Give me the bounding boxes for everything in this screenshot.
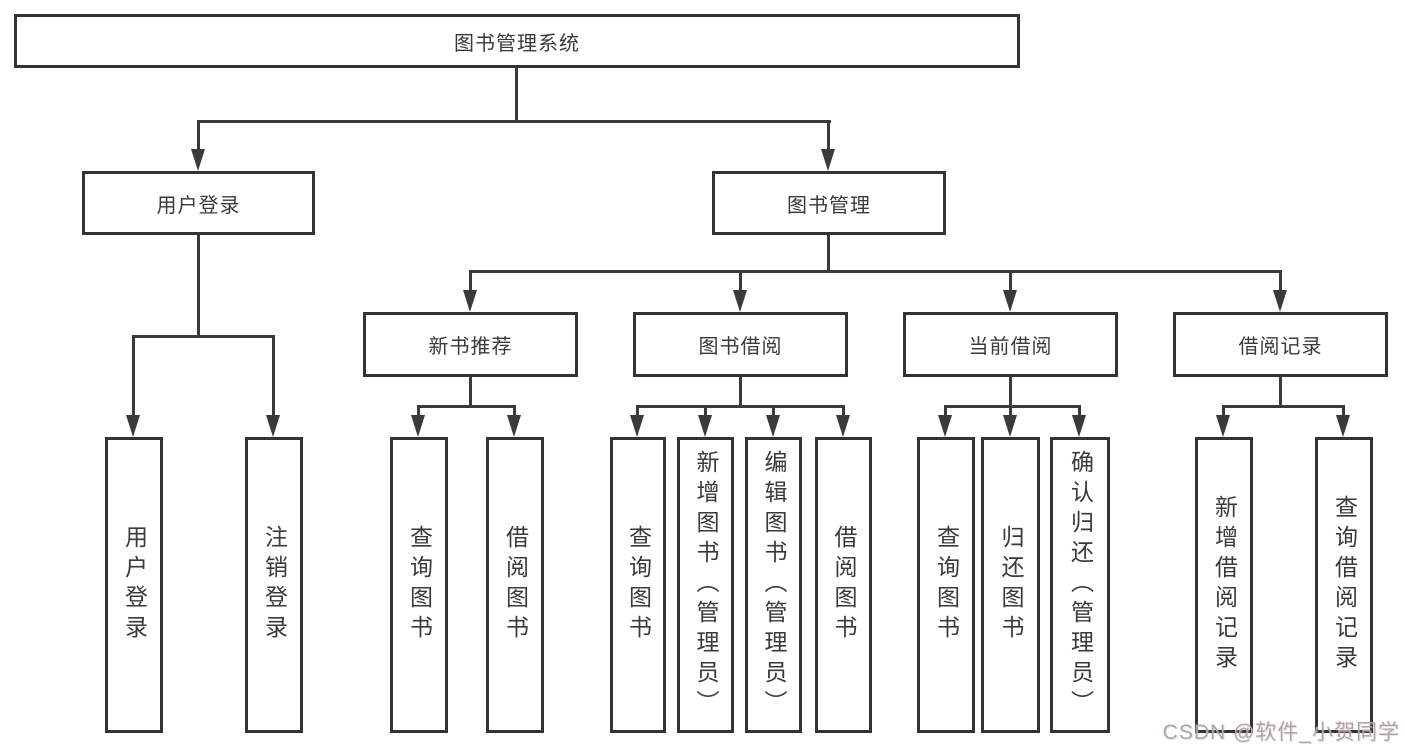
node-book-management-label: 图书管理 <box>787 194 871 217</box>
leaf-query-books-borrowing-label: 查询图书 <box>625 525 652 645</box>
leaf-query-books-current-label: 查询图书 <box>933 525 960 645</box>
node-user-login-label: 用户登录 <box>156 194 241 217</box>
leaf-borrow-books-recommend-label: 借阅图书 <box>502 525 529 645</box>
node-library-system: 图书管理系统 <box>14 14 1020 68</box>
leaf-return-books: 归还图书 <box>981 437 1040 733</box>
connector-root-crossbar <box>197 120 831 123</box>
arrowhead-down-d2 <box>1003 415 1017 437</box>
leaf-edit-book-admin-label: 编辑图书（管理员） <box>761 450 787 720</box>
arrowhead-down-c2 <box>698 415 712 437</box>
node-book-management: 图书管理 <box>712 171 946 235</box>
connector-root-stem <box>515 68 518 120</box>
connector-book-borrowing-stem <box>739 377 742 405</box>
connector-drop-leaf-logout <box>272 338 275 415</box>
leaf-add-borrow-record-label: 新增借阅记录 <box>1211 495 1238 675</box>
leaf-add-borrow-record: 新增借阅记录 <box>1195 437 1253 733</box>
arrowhead-down-e2 <box>1336 415 1350 437</box>
leaf-logout: 注销登录 <box>245 437 303 733</box>
arrowhead-down-book-management <box>821 149 835 171</box>
arrowhead-down-borrowing-records <box>1273 290 1287 312</box>
node-new-book-recommend-label: 新书推荐 <box>428 336 513 358</box>
connector-borrowing-records-stem <box>1279 377 1282 405</box>
connector-drop-c4 <box>842 408 845 415</box>
connector-drop-b2 <box>513 408 516 415</box>
connector-drop-d3 <box>1078 408 1081 415</box>
connector-drop-borrowing-records <box>1279 273 1282 290</box>
arrowhead-down-new-book-recommend <box>463 290 477 312</box>
leaf-return-books-label: 归还图书 <box>998 525 1024 645</box>
leaf-borrow-books-borrowing: 借阅图书 <box>815 437 872 733</box>
arrowhead-down-e1 <box>1216 415 1230 437</box>
node-new-book-recommend: 新书推荐 <box>363 312 578 377</box>
connector-drop-b1 <box>417 408 420 415</box>
connector-borrowing-records-crossbar <box>1222 405 1345 408</box>
leaf-add-book-admin-label: 新增图书（管理员） <box>693 450 719 720</box>
leaf-query-books-recommend-label: 查询图书 <box>406 525 433 645</box>
connector-book-management-crossbar <box>469 270 1282 273</box>
node-book-borrowing: 图书借阅 <box>633 312 848 377</box>
arrowhead-down-c3 <box>766 415 780 437</box>
leaf-user-login-label: 用户登录 <box>121 525 148 645</box>
node-borrowing-records-label: 借阅记录 <box>1238 336 1323 358</box>
arrowhead-down-c4 <box>836 415 850 437</box>
connector-current-borrowing-stem <box>1009 377 1012 405</box>
leaf-edit-book-admin: 编辑图书（管理员） <box>745 437 802 733</box>
connector-drop-e1 <box>1222 408 1225 415</box>
node-borrowing-records: 借阅记录 <box>1173 312 1388 377</box>
connector-new-book-recommend-crossbar <box>417 405 516 408</box>
arrowhead-down-d1 <box>938 415 952 437</box>
arrowhead-down-b2 <box>507 415 521 437</box>
connector-user-login-stem <box>197 235 200 335</box>
leaf-query-borrow-record-label: 查询借阅记录 <box>1331 495 1358 675</box>
connector-current-borrowing-crossbar <box>944 405 1081 408</box>
node-book-borrowing-label: 图书借阅 <box>698 336 783 358</box>
leaf-query-books-recommend: 查询图书 <box>390 437 448 733</box>
connector-drop-book-borrowing <box>739 273 742 290</box>
arrowhead-down-leaf-user-login <box>126 415 140 437</box>
leaf-borrow-books-recommend: 借阅图书 <box>486 437 544 733</box>
connector-drop-book-management <box>827 123 830 149</box>
leaf-confirm-return-admin: 确认归还（管理员） <box>1050 437 1110 733</box>
connector-book-management-stem <box>827 235 830 270</box>
connector-drop-leaf-user-login <box>132 338 135 415</box>
connector-drop-user-login <box>197 123 200 149</box>
arrowhead-down-current-borrowing <box>1003 290 1017 312</box>
connector-book-borrowing-crossbar <box>636 405 845 408</box>
leaf-logout-label: 注销登录 <box>261 525 288 645</box>
leaf-add-book-admin: 新增图书（管理员） <box>677 437 734 733</box>
leaf-user-login: 用户登录 <box>105 437 163 733</box>
connector-drop-c1 <box>636 408 639 415</box>
connector-drop-c3 <box>772 408 775 415</box>
node-library-system-label: 图书管理系统 <box>454 32 580 55</box>
connector-drop-new-book-recommend <box>469 273 472 290</box>
arrowhead-down-book-borrowing <box>733 290 747 312</box>
leaf-confirm-return-admin-label: 确认归还（管理员） <box>1067 450 1094 720</box>
arrowhead-down-b1 <box>411 415 425 437</box>
leaf-borrow-books-borrowing-label: 借阅图书 <box>831 525 857 645</box>
connector-drop-d1 <box>944 408 947 415</box>
node-current-borrowing-label: 当前借阅 <box>968 336 1053 358</box>
arrowhead-down-leaf-logout <box>266 415 280 437</box>
connector-drop-current-borrowing <box>1009 273 1012 290</box>
node-current-borrowing: 当前借阅 <box>903 312 1118 377</box>
arrowhead-down-user-login <box>191 149 205 171</box>
connector-drop-e2 <box>1342 408 1345 415</box>
arrowhead-down-c1 <box>630 415 644 437</box>
arrowhead-down-d3 <box>1072 415 1086 437</box>
leaf-query-books-borrowing: 查询图书 <box>610 437 666 733</box>
connector-drop-d2 <box>1009 408 1012 415</box>
leaf-query-books-current: 查询图书 <box>917 437 975 733</box>
node-user-login: 用户登录 <box>82 171 315 235</box>
connector-user-login-crossbar <box>132 335 275 338</box>
connector-drop-c2 <box>704 408 707 415</box>
leaf-query-borrow-record: 查询借阅记录 <box>1315 437 1373 733</box>
csdn-watermark: CSDN @软件_小贺同学 <box>1162 721 1400 744</box>
connector-new-book-recommend-stem <box>469 377 472 405</box>
